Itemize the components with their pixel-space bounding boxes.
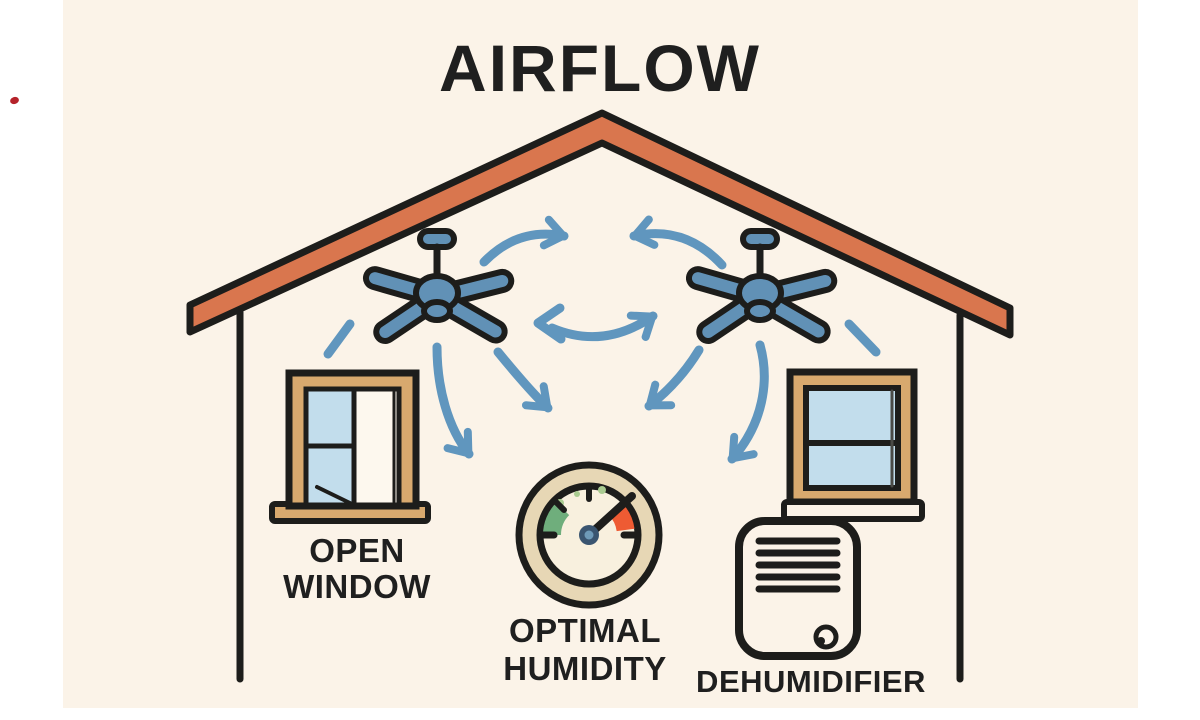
ceiling-fan-left-icon [364,231,513,344]
airflow-arrow-fanright-down [727,340,769,464]
airflow-arrow-fanleft-down [432,342,474,459]
airflow-dash-right [844,319,881,357]
closed-window-icon [781,368,925,522]
open-window-label-line2: WINDOW [283,568,431,605]
airflow-arrow-fanright-to-gauge [644,345,704,411]
humidity-gauge-icon [515,461,663,609]
gauge-speckle [598,486,606,494]
dehumidifier-knob-dot [817,637,825,645]
airflow-arrow-top-right [629,215,727,270]
gauge-green-zone [542,502,570,536]
open-window-label: OPEN WINDOW [283,533,431,605]
airflow-arrow-middle-left-head [533,303,566,344]
airflow-arrow-middle [547,311,658,342]
optimal-humidity-label-line1: OPTIMAL [509,612,661,649]
airflow-arrow-fanleft-to-gauge [493,347,553,413]
airflow-arrows [323,215,881,464]
house-outline [186,109,1014,683]
optimal-humidity-label: OPTIMAL HUMIDITY [503,612,667,688]
window-sill-right [781,499,925,522]
roof [186,109,1014,339]
airflow-dash-left [323,319,355,359]
optimal-humidity-label-line2: HUMIDITY [503,650,667,687]
window-glass-right [803,385,901,491]
dehumidifier-label: DEHUMIDIFIER [696,664,926,699]
airflow-arrow-top-left [479,215,569,267]
diagram-title: AIRFLOW [439,31,761,105]
gauge-speckle [574,491,580,497]
open-window-icon [269,369,431,524]
gauge-hub-dot [584,530,594,540]
open-window-label-line1: OPEN [309,532,405,569]
dehumidifier-icon [735,517,861,660]
open-pane-flap [315,485,354,506]
gauge-tick-upleft [552,498,567,513]
